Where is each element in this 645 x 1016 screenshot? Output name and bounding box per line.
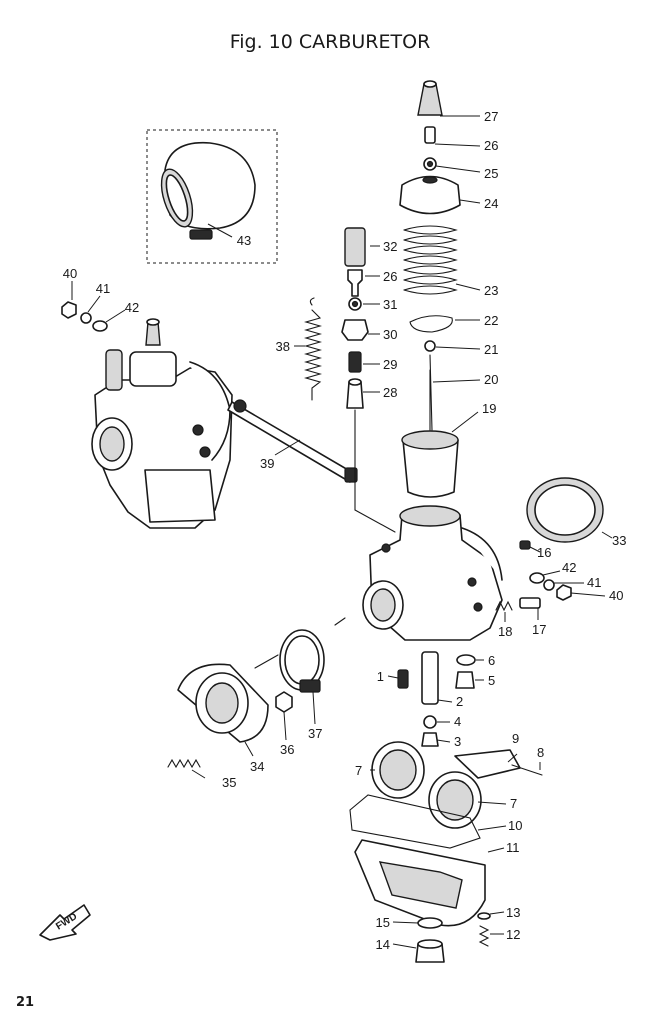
figure-title: Fig. 10 CARBURETOR <box>230 31 431 53</box>
right-side-fittings <box>519 540 606 601</box>
fwd-direction-arrow: FWD <box>39 904 91 941</box>
callout-39: 39 <box>260 456 274 471</box>
callout-11: 11 <box>506 840 520 855</box>
callout-10: 10 <box>508 818 522 833</box>
callout-43: 43 <box>237 233 251 248</box>
callout-27: 27 <box>484 109 498 124</box>
callout-23: 23 <box>484 283 498 298</box>
carburetor-body <box>362 505 503 641</box>
callout-28: 28 <box>383 385 397 400</box>
callout-35: 35 <box>222 775 236 790</box>
throttle-valve <box>401 411 479 498</box>
callout-20: 20 <box>484 372 498 387</box>
callout-labels: 1 2 3 4 5 6 7 7 8 9 10 11 12 13 14 15 16… <box>63 109 627 952</box>
needle-assembly <box>409 315 481 431</box>
callout-8: 8 <box>537 745 544 760</box>
return-spring <box>294 297 323 401</box>
air-filter-inset <box>146 129 278 264</box>
callout-26-top: 26 <box>484 138 498 153</box>
callout-3: 3 <box>454 734 461 749</box>
callout-40-right: 40 <box>609 588 623 603</box>
callout-32: 32 <box>383 239 397 254</box>
callout-24: 24 <box>484 196 498 211</box>
jet-components <box>387 651 484 747</box>
callout-7-right: 7 <box>510 796 517 811</box>
callout-36: 36 <box>280 742 294 757</box>
assembled-carburetor <box>91 318 233 529</box>
needle-jet-stack <box>341 227 380 409</box>
callout-15: 15 <box>376 915 390 930</box>
callout-1: 1 <box>377 669 384 684</box>
callout-41-left: 41 <box>96 281 110 296</box>
callout-12: 12 <box>506 927 520 942</box>
callout-33: 33 <box>612 533 626 548</box>
callout-4: 4 <box>454 714 461 729</box>
idle-screw-set <box>495 597 541 622</box>
callout-7-left: 7 <box>355 763 362 778</box>
callout-5: 5 <box>488 673 495 688</box>
callout-19: 19 <box>482 401 496 416</box>
callout-25: 25 <box>484 166 498 181</box>
top-cap-stack <box>399 80 481 215</box>
callout-21: 21 <box>484 342 498 357</box>
callout-30: 30 <box>383 327 397 342</box>
callout-14: 14 <box>376 937 390 952</box>
callout-16: 16 <box>537 545 551 560</box>
callout-41-right: 41 <box>587 575 601 590</box>
bowl-drain-parts <box>392 911 505 963</box>
air-cleaner-cap <box>526 477 613 543</box>
callout-38: 38 <box>276 339 290 354</box>
callout-2: 2 <box>456 694 463 709</box>
callout-13: 13 <box>506 905 520 920</box>
throttle-cable-adjuster <box>227 399 358 483</box>
callout-22: 22 <box>484 313 498 328</box>
callout-42-right: 42 <box>562 560 576 575</box>
callout-40-left: 40 <box>63 266 77 281</box>
callout-34: 34 <box>250 759 264 774</box>
callout-31: 31 <box>383 297 397 312</box>
callout-18: 18 <box>498 624 512 639</box>
throttle-valve-spring <box>403 225 481 295</box>
page-number: 21 <box>16 995 34 1010</box>
callout-29: 29 <box>383 357 397 372</box>
float-bowl-assembly <box>349 741 543 927</box>
callout-42-left: 42 <box>125 300 139 315</box>
callout-9: 9 <box>512 731 519 746</box>
callout-26-left: 26 <box>383 269 397 284</box>
intake-joint <box>167 617 346 779</box>
callout-37: 37 <box>308 726 322 741</box>
callout-6: 6 <box>488 653 495 668</box>
left-side-fittings <box>61 281 126 332</box>
callout-17: 17 <box>532 622 546 637</box>
